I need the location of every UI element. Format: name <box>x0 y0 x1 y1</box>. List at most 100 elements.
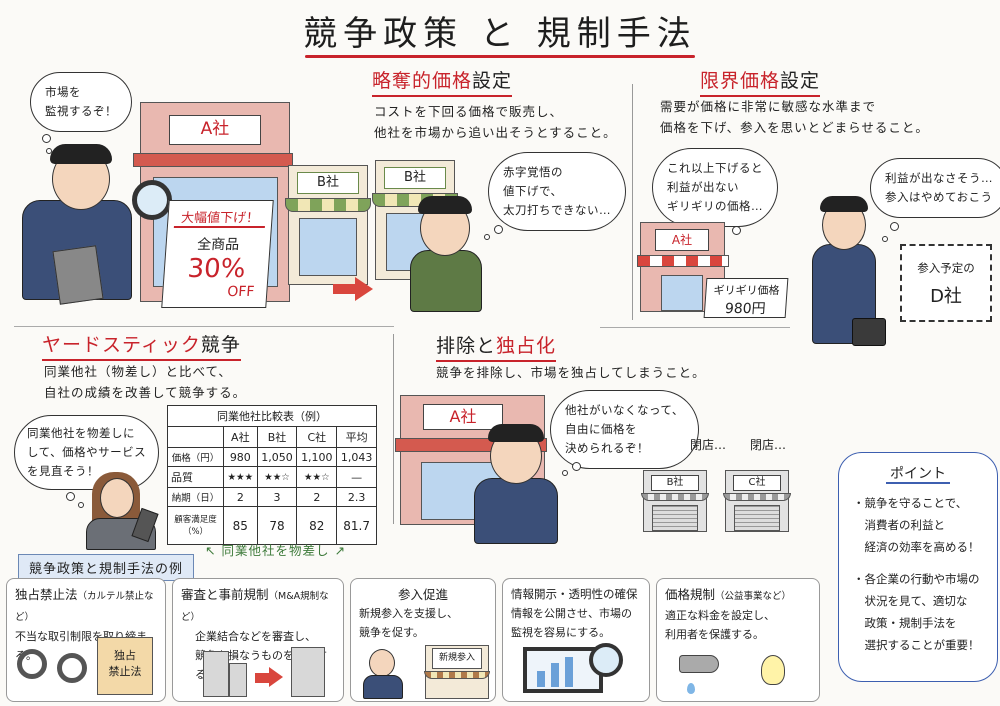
example-card-price-regulation: 価格規制（公益事業など） 適正な料金を設定し、 利用者を保護する。 <box>656 578 820 702</box>
briefcase-icon <box>852 318 886 346</box>
divider <box>393 334 394 524</box>
entrepreneur-head <box>369 649 395 677</box>
building-icon <box>203 651 229 697</box>
water-faucet-icon <box>679 655 719 673</box>
store-a-sign: A社 <box>423 404 503 430</box>
awning <box>285 198 371 212</box>
entrepreneur-body <box>363 675 403 699</box>
planned-entrant-box: 参入予定の D社 <box>900 244 992 322</box>
magnifier-icon <box>589 643 623 677</box>
analyst-person-head <box>100 478 134 518</box>
hair <box>50 144 112 164</box>
section-desc-exclusion: 競争を排除し、市場を独占してしまうこと。 <box>436 365 706 380</box>
arrow-right-head <box>269 667 283 687</box>
building-icon <box>229 663 247 697</box>
table-header-row: A社 B社 C社 平均 <box>167 426 377 448</box>
awning <box>641 493 709 501</box>
thought-dot <box>494 225 503 234</box>
new-shop-icon: 新規参入 <box>424 645 490 699</box>
comparison-table: 同業他社比較表（例） A社 B社 C社 平均 価格（円） 980 1,050 1… <box>167 405 377 545</box>
store-b-sign: B社 <box>384 167 446 189</box>
shutter <box>734 505 780 531</box>
section-desc-limit: 需要が価格に非常に敏感な水準まで 価格を下げ、参入を思いとどまらせること。 <box>660 99 929 135</box>
merged-building-icon <box>291 647 325 697</box>
thought-dot <box>882 236 888 242</box>
water-drop-icon <box>687 683 695 694</box>
curved-arrow-icon: ↗ <box>329 543 346 558</box>
thought-dot <box>484 234 490 240</box>
section-heading-limit: 限界価格設定 <box>700 66 821 97</box>
store-a-sign: A社 <box>655 229 709 251</box>
section-desc-yardstick: 同業他社（物差し）と比べて、 自社の成績を改善して競争する。 <box>44 364 247 400</box>
store-b-building-1: B社 <box>285 165 371 285</box>
price-board: ギリギリ価格 980円 <box>703 278 789 318</box>
examples-label: 競争政策と規制手法の例 <box>18 554 195 581</box>
analyst-thought-bubble: 同業他社を物差しに して、価格やサービス を見直そう！ <box>14 415 160 490</box>
store-a-sign: A社 <box>169 115 261 145</box>
example-card-antimonopoly: 独占禁止法（カルテル禁止など） 不当な取引制限を取り締まる。 独占 禁止法 <box>6 578 166 702</box>
thought-dot <box>78 502 84 508</box>
thought-dot <box>66 492 75 501</box>
example-card-merger-review: 審査と事前規制（M&A規制など） 企業結合などを審査し、 競争を損なうものを禁止… <box>172 578 344 702</box>
owner-thought-bubble: 赤字覚悟の 値下げで、 太刀打ちできない… <box>488 152 626 231</box>
magnifier-icon <box>132 180 172 220</box>
page-title: 競争政策 と 規制手法 <box>303 14 697 54</box>
table-row: 顧客満足度（%） 85 78 82 81.7 <box>167 506 377 545</box>
thought-dot <box>42 134 51 143</box>
store-window <box>661 275 703 311</box>
thought-dot <box>562 470 568 476</box>
divider <box>632 84 633 320</box>
point-item: ・競争を守ることで、 消費者の利益と 経済の効率を高める！ <box>853 496 980 554</box>
monopolist-thought-bubble: 他社がいなくなって、 自由に価格を 決められるぞ！ <box>550 390 699 469</box>
store-door <box>299 218 357 276</box>
clipboard-icon <box>52 245 104 305</box>
hair <box>418 196 472 214</box>
store-b-closed: B社 <box>641 470 709 532</box>
table-caption: 同業他社比較表（例） <box>167 405 377 427</box>
thought-dot <box>732 226 741 235</box>
law-book-icon: 独占 禁止法 <box>97 637 153 695</box>
section-heading-yardstick: ヤードスティック競争 <box>42 330 241 361</box>
closed-label-b: 閉店… <box>690 438 727 452</box>
hair <box>820 196 868 212</box>
handcuffs-icon-2 <box>57 653 87 683</box>
store-b-sign: B社 <box>297 172 359 194</box>
closed-label-c: 閉店… <box>750 438 787 452</box>
shutter <box>652 505 698 531</box>
entrant-thought-bubble: 利益が出なさそう… 参入はやめておこう <box>870 158 1000 218</box>
arrow-right-icon <box>255 673 269 683</box>
table-row: 品質 ★★★ ★★☆ ★★☆ — <box>167 466 377 488</box>
curved-arrow-icon: ↖ <box>205 543 222 558</box>
point-item: ・各企業の行動や市場の 状況を見て、適切な 政策・規制手法を 選択することが重要… <box>853 572 980 652</box>
store-c-closed: C社 <box>723 470 791 532</box>
title-underline <box>305 55 695 58</box>
hair <box>488 424 544 442</box>
light-bulb-icon <box>761 655 785 685</box>
divider <box>14 326 394 327</box>
thought-dot <box>890 222 899 231</box>
awning <box>637 255 729 267</box>
monopolist-person-body <box>474 478 558 544</box>
sale-board: 大幅値下げ！ 全商品 30% OFF <box>161 200 274 308</box>
divider <box>600 327 790 328</box>
arrow-right-icon <box>333 284 355 294</box>
thought-dot <box>572 462 581 471</box>
table-row: 納期（日） 2 3 2 2.3 <box>167 487 377 507</box>
table-footnote: ↖ 同業他社を物差し ↗ <box>205 543 346 558</box>
store-b-sign: B社 <box>651 475 699 491</box>
handcuffs-icon <box>17 649 47 679</box>
example-card-disclosure: 情報開示・透明性の確保 情報を公開させ、市場の 監視を容易にする。 <box>502 578 650 702</box>
arrow-right-head <box>355 277 373 301</box>
section-heading-predatory: 略奪的価格設定 <box>372 66 513 97</box>
table-row: 価格（円） 980 1,050 1,100 1,043 <box>167 447 377 467</box>
example-card-entry-promotion: 参入促進 新規参入を支援し、 競争を促す。 新規参入 <box>350 578 496 702</box>
point-heading: ポイント <box>886 466 950 484</box>
shop-owner-body <box>410 250 482 312</box>
monitor-thought-bubble: 市場を 監視するぞ！ <box>30 72 132 132</box>
section-heading-exclusion: 排除と独占化 <box>436 331 557 362</box>
store-roof <box>133 153 293 167</box>
store-c-sign: C社 <box>733 475 781 491</box>
section-desc-predatory: コストを下回る価格で販売し、 他社を市場から追い出そうとすること。 <box>374 104 617 140</box>
point-box: ポイント ・競争を守ることで、 消費者の利益と 経済の効率を高める！ ・各企業の… <box>838 452 998 682</box>
awning <box>723 493 791 501</box>
